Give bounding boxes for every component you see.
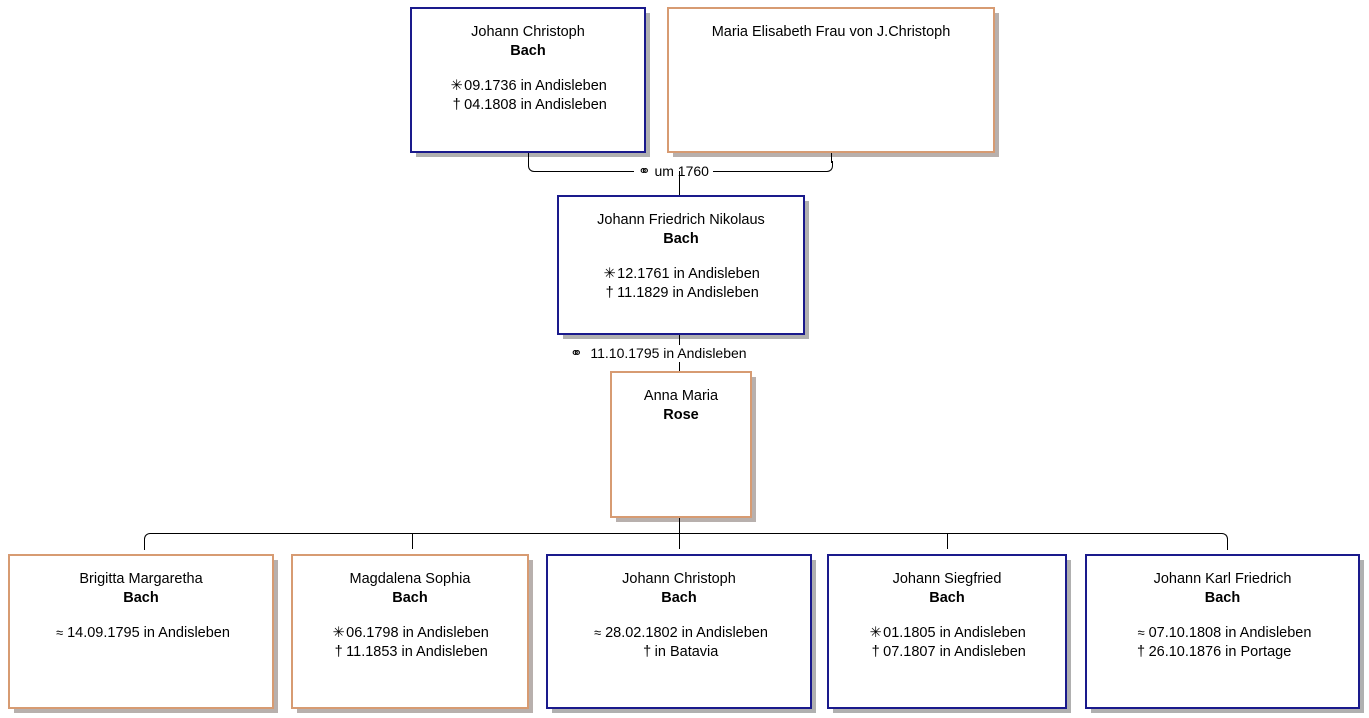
person-events: ≈14.09.1795 in Andisleben <box>52 624 230 643</box>
person-surname: Bach <box>929 589 965 606</box>
marriage-date: 11.10.1795 in Andisleben <box>590 345 747 361</box>
person-box-johann-karl-friedrich-bach[interactable]: Johann Karl Friedrich Bach ≈07.10.1808 i… <box>1085 554 1360 709</box>
person-box-johann-friedrich-nikolaus-bach[interactable]: Johann Friedrich Nikolaus Bach ✳12.1761 … <box>557 195 805 335</box>
connector-father-drop <box>528 153 529 163</box>
event-baptism-text: 28.02.1802 in Andisleben <box>605 624 768 641</box>
person-surname: Bach <box>663 230 699 247</box>
marriage-label-gen1: ⚭ um 1760 <box>634 163 713 180</box>
person-given-name: Johann Christoph <box>471 24 585 40</box>
event-death: †in Batavia <box>590 643 768 662</box>
event-death: †11.1853 in Andisleben <box>331 643 489 662</box>
person-names: Brigitta Margaretha Bach <box>10 570 272 608</box>
event-birth-text: 01.1805 in Andisleben <box>883 624 1026 641</box>
event-birth: ✳01.1805 in Andisleben <box>868 624 1026 643</box>
person-events: ✳06.1798 in Andisleben †11.1853 in Andis… <box>331 624 489 663</box>
baptism-icon: ≈ <box>55 624 64 640</box>
person-names: Anna Maria Rose <box>612 387 750 425</box>
event-death-text: 07.1807 in Andisleben <box>883 643 1026 660</box>
marriage-label-gen2: ⚭ 11.10.1795 in Andisleben <box>566 345 751 362</box>
connector-gen2-marriage-to-spouse <box>679 362 680 371</box>
event-death-text: 04.1808 in Andisleben <box>464 96 607 113</box>
person-names: Johann Christoph Bach <box>548 570 810 608</box>
person-names: Johann Siegfried Bach <box>829 570 1065 608</box>
connector-gen1-to-gen2 <box>679 171 680 195</box>
person-box-johann-christoph-bach-jr[interactable]: Johann Christoph Bach ≈28.02.1802 in And… <box>546 554 812 709</box>
person-given-name: Magdalena Sophia <box>349 571 471 587</box>
event-death: †26.10.1876 in Portage <box>1134 643 1312 662</box>
event-baptism-text: 14.09.1795 in Andisleben <box>67 624 230 641</box>
person-names: Maria Elisabeth Frau von J.Christoph <box>669 23 993 42</box>
person-events: ✳09.1736 in Andisleben †04.1808 in Andis… <box>449 77 607 116</box>
connector-child-drop-4 <box>947 534 948 549</box>
event-death-text: 11.1853 in Andisleben <box>346 643 488 660</box>
connector-children-bus <box>144 533 1228 550</box>
event-birth: ✳12.1761 in Andisleben <box>602 265 760 284</box>
death-icon: † <box>871 643 880 660</box>
marriage-date: um 1760 <box>654 163 709 179</box>
event-death: †07.1807 in Andisleben <box>868 643 1026 662</box>
person-events: ≈07.10.1808 in Andisleben †26.10.1876 in… <box>1134 624 1312 663</box>
birth-icon: ✳ <box>869 624 882 641</box>
event-birth-text: 12.1761 in Andisleben <box>617 265 760 282</box>
death-icon: † <box>452 96 461 113</box>
event-death: †04.1808 in Andisleben <box>449 96 607 115</box>
event-baptism-text: 07.10.1808 in Andisleben <box>1148 624 1312 641</box>
person-box-maria-elisabeth[interactable]: Maria Elisabeth Frau von J.Christoph <box>667 7 995 153</box>
birth-icon: ✳ <box>603 265 616 282</box>
connector-spouse-drop-to-children-bus <box>679 518 680 534</box>
birth-icon: ✳ <box>332 624 345 641</box>
death-icon: † <box>1137 643 1146 660</box>
person-box-anna-maria-rose[interactable]: Anna Maria Rose <box>610 371 752 518</box>
event-death-text: 26.10.1876 in Portage <box>1148 643 1292 660</box>
person-box-magdalena-sophia-bach[interactable]: Magdalena Sophia Bach ✳06.1798 in Andisl… <box>291 554 529 709</box>
person-surname: Bach <box>392 589 428 606</box>
connector-son-drop <box>679 335 680 347</box>
person-events: ≈28.02.1802 in Andisleben †in Batavia <box>590 624 768 663</box>
person-given-name: Johann Siegfried <box>892 571 1002 587</box>
person-events: ✳12.1761 in Andisleben †11.1829 in Andis… <box>602 265 760 304</box>
event-baptism: ≈28.02.1802 in Andisleben <box>590 624 768 643</box>
person-surname: Bach <box>661 589 697 606</box>
person-given-name: Johann Christoph <box>622 571 736 587</box>
person-surname: Bach <box>1204 589 1241 606</box>
event-birth-text: 06.1798 in Andisleben <box>346 624 489 641</box>
death-icon: † <box>605 284 614 301</box>
person-names: Johann Christoph Bach <box>412 23 644 61</box>
person-given-name: Johann Friedrich Nikolaus <box>597 212 765 228</box>
person-names: Magdalena Sophia Bach <box>293 570 527 608</box>
baptism-icon: ≈ <box>1137 624 1145 640</box>
baptism-icon: ≈ <box>593 624 602 640</box>
event-baptism: ≈07.10.1808 in Andisleben <box>1134 624 1312 643</box>
event-death-text: 11.1829 in Andisleben <box>617 284 759 301</box>
person-surname: Rose <box>663 406 699 423</box>
death-icon: † <box>334 643 343 660</box>
event-birth: ✳06.1798 in Andisleben <box>331 624 489 643</box>
event-birth: ✳09.1736 in Andisleben <box>449 77 607 96</box>
birth-icon: ✳ <box>450 77 463 94</box>
connector-mother-drop <box>831 153 832 163</box>
person-surname: Bach <box>510 42 546 59</box>
connector-child-drop-2 <box>412 534 413 549</box>
death-icon: † <box>643 643 652 660</box>
person-given-name: Maria Elisabeth Frau von J.Christoph <box>711 24 951 40</box>
marriage-icon: ⚭ <box>570 345 583 362</box>
person-given-name: Anna Maria <box>643 388 719 404</box>
marriage-icon: ⚭ <box>638 163 651 180</box>
event-death-text: in Batavia <box>654 643 719 660</box>
person-surname: Bach <box>123 589 159 606</box>
event-baptism: ≈14.09.1795 in Andisleben <box>52 624 230 643</box>
person-given-name: Johann Karl Friedrich <box>1153 571 1292 587</box>
person-box-johann-siegfried-bach[interactable]: Johann Siegfried Bach ✳01.1805 in Andisl… <box>827 554 1067 709</box>
person-given-name: Brigitta Margaretha <box>79 571 203 587</box>
person-names: Johann Karl Friedrich Bach <box>1087 570 1358 608</box>
person-box-brigitta-margaretha-bach[interactable]: Brigitta Margaretha Bach ≈14.09.1795 in … <box>8 554 274 709</box>
person-names: Johann Friedrich Nikolaus Bach <box>559 211 803 249</box>
event-death: †11.1829 in Andisleben <box>602 284 760 303</box>
event-birth-text: 09.1736 in Andisleben <box>464 77 607 94</box>
person-box-johann-christoph-bach-sr[interactable]: Johann Christoph Bach ✳09.1736 in Andisl… <box>410 7 646 153</box>
connector-child-drop-3 <box>679 534 680 549</box>
person-events: ✳01.1805 in Andisleben †07.1807 in Andis… <box>868 624 1026 663</box>
